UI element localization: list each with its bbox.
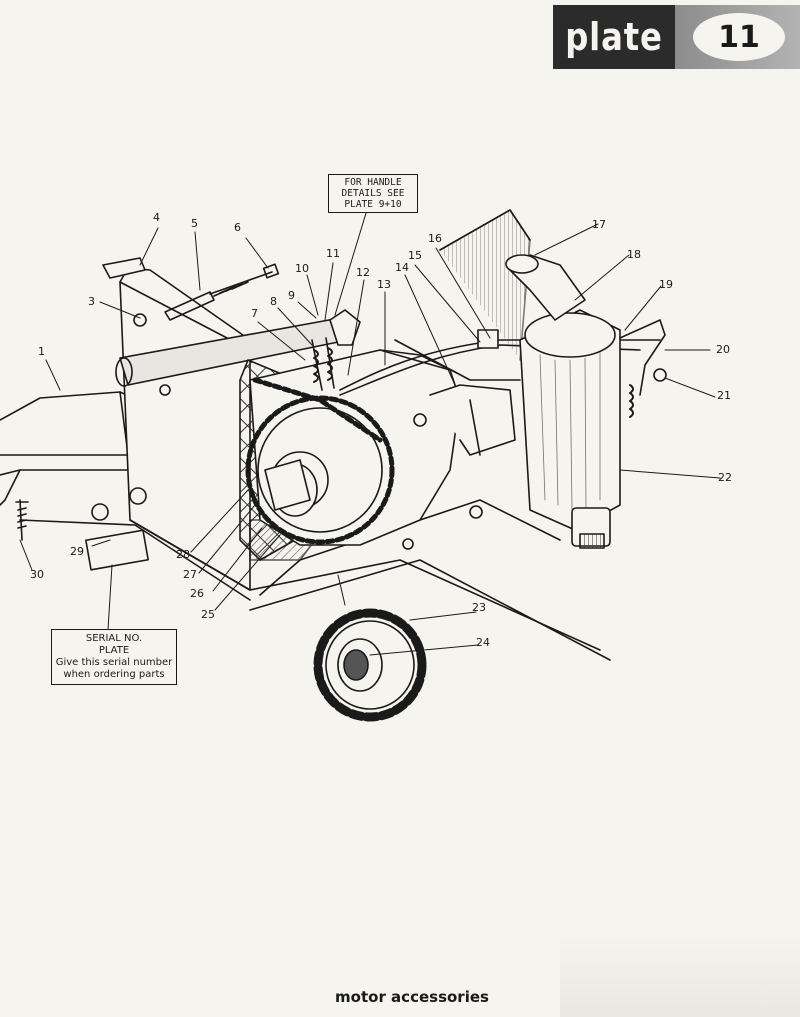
- muffler: [519, 309, 621, 549]
- engine-shroud: [439, 209, 531, 361]
- screw: [15, 499, 29, 541]
- callout-25: 25: [201, 608, 215, 621]
- footer-title: motor accessories: [335, 988, 489, 1006]
- note-line: Give this serial number: [55, 657, 173, 668]
- callout-5: 5: [191, 217, 198, 230]
- callout-4: 4: [153, 211, 160, 224]
- control-cable: [339, 329, 661, 396]
- plate-header: plate 11: [553, 5, 800, 69]
- callout-27: 27: [183, 568, 197, 581]
- handle-details-note: FOR HANDLE DETAILS SEE PLATE 9+10: [328, 174, 418, 213]
- callout-1: 1: [38, 345, 45, 358]
- callout-16: 16: [428, 232, 442, 245]
- callout-9: 9: [288, 289, 295, 302]
- note-line: SERIAL NO.: [85, 633, 143, 644]
- callout-23: 23: [472, 601, 486, 614]
- throttle-lever: [619, 319, 667, 418]
- callout-15: 15: [408, 249, 422, 262]
- callout-10: 10: [295, 262, 309, 275]
- note-line: FOR HANDLE: [344, 177, 402, 188]
- callout-13: 13: [377, 278, 391, 291]
- note-line: DETAILS SEE: [341, 188, 405, 199]
- callout-18: 18: [627, 248, 641, 261]
- callout-12: 12: [356, 266, 370, 279]
- leader-lines: [19, 199, 721, 656]
- plate-number: 11: [693, 13, 785, 61]
- callout-29: 29: [70, 545, 84, 558]
- callout-11: 11: [326, 247, 340, 260]
- callout-6: 6: [234, 221, 241, 234]
- callout-14: 14: [395, 261, 409, 274]
- spring-assembly: [311, 337, 335, 391]
- serial-plate: [85, 529, 149, 571]
- callout-7: 7: [251, 307, 258, 320]
- callout-30: 30: [30, 568, 44, 581]
- callout-8: 8: [270, 295, 277, 308]
- callout-24: 24: [476, 636, 490, 649]
- serial-plate-note: SERIAL NO. PLATE Give this serial number…: [51, 629, 177, 685]
- loose-sprocket: [313, 608, 427, 722]
- callout-28: 28: [176, 548, 190, 561]
- drive-sprocket-assembly: [245, 377, 395, 545]
- note-line: PLATE: [98, 645, 130, 656]
- handle-tube: [115, 309, 361, 387]
- note-line: PLATE 9+10: [344, 199, 402, 210]
- scan-shadow: [560, 930, 800, 1017]
- exhaust-elbow: [505, 254, 586, 321]
- callout-21: 21: [717, 389, 731, 402]
- pin-rod: [164, 263, 280, 321]
- callout-3: 3: [88, 295, 95, 308]
- callout-19: 19: [659, 278, 673, 291]
- callout-26: 26: [190, 587, 204, 600]
- plate-label: plate: [565, 15, 663, 59]
- note-line: when ordering parts: [63, 669, 165, 680]
- callout-17: 17: [592, 218, 606, 231]
- callout-20: 20: [716, 343, 730, 356]
- callout-22: 22: [718, 471, 732, 484]
